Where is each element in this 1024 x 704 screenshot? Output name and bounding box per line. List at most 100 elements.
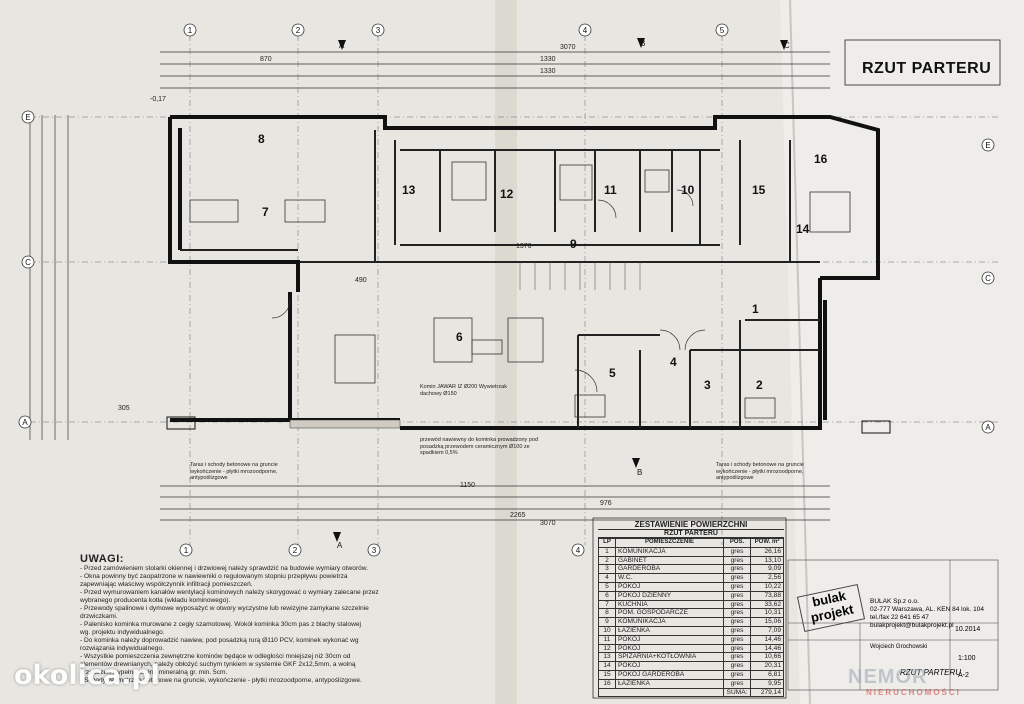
company-info: BULAK Sp.z o.o. 02-777 Warszawa, AL. KEN… xyxy=(870,598,984,630)
note-line: - Okna powinny być zaopatrzone w nawiewn… xyxy=(80,573,348,580)
cell-lp: 10 xyxy=(598,625,616,636)
cell-lp: 3 xyxy=(598,564,616,575)
room-number: 14 xyxy=(796,222,810,236)
cell-lp: 13 xyxy=(598,652,616,663)
svg-text:3: 3 xyxy=(376,26,381,35)
watermark-agency-sub: NIERUCHOMOŚCI xyxy=(866,688,961,697)
cell-name: POKÓJ xyxy=(615,643,724,654)
company-email: bulakprojekt@bulakprojekt.pl xyxy=(870,622,954,629)
company-address: 02-777 Warszawa, AL. KEN 84 lok. 104 xyxy=(870,606,984,613)
svg-text:E: E xyxy=(25,113,30,122)
note-line: - Przed wymurowaniem kanałów wentylacji … xyxy=(80,589,379,596)
cell-lp: 6 xyxy=(598,590,616,601)
page-title: RZUT PARTERU xyxy=(862,60,992,77)
cell-lp: 16 xyxy=(598,678,616,689)
note-line: elementów drewnianych, należy obłożyć su… xyxy=(80,661,356,668)
cell-pos: gres xyxy=(723,608,751,619)
total-value: 279,14 xyxy=(750,687,784,698)
svg-text:B: B xyxy=(640,39,645,48)
terrace-note: Taras i schody betonowe na gruncie wykoń… xyxy=(716,462,804,481)
svg-text:C: C xyxy=(784,41,790,50)
cell-pos: gres xyxy=(723,590,751,601)
cell-area: 20,31 xyxy=(750,661,784,671)
cell-pos: gres xyxy=(723,678,751,689)
cell-area: 10,22 xyxy=(750,581,784,592)
cell-lp: 11 xyxy=(598,634,616,645)
svg-text:A: A xyxy=(339,41,345,50)
dim-label: 3070 xyxy=(540,520,556,527)
room-number: 11 xyxy=(604,183,617,197)
room-number: 10 xyxy=(681,183,695,197)
svg-text:C: C xyxy=(985,274,991,283)
cell-pos: gres xyxy=(723,669,751,680)
note-line: - Do kominka należy doprowadzić nawiew, … xyxy=(80,637,359,644)
column-header: POW. m² xyxy=(750,538,784,548)
column-header: POMIESZCZENIE xyxy=(615,538,724,548)
note-line: rozwiązania indywidualnego. xyxy=(80,645,164,652)
cell-lp: 1 xyxy=(598,546,616,557)
notes-heading: UWAGI: xyxy=(80,553,124,565)
svg-text:4: 4 xyxy=(583,26,588,35)
room-number: 12 xyxy=(500,187,514,201)
cell-pos: gres xyxy=(723,564,751,575)
room-number: 2 xyxy=(756,378,763,392)
cell-pos: gres xyxy=(723,625,751,636)
cell-lp: 7 xyxy=(598,599,616,610)
room-number: 3 xyxy=(704,378,711,392)
cell-area: 9,95 xyxy=(750,678,784,689)
cell-pos: gres xyxy=(723,599,751,610)
cell-area: 7,09 xyxy=(750,625,784,636)
dim-label: 1330 xyxy=(540,68,556,75)
room-number: 15 xyxy=(752,183,766,197)
dim-label: 305 xyxy=(118,405,130,412)
svg-text:4: 4 xyxy=(576,546,581,555)
svg-text:1: 1 xyxy=(188,26,193,35)
svg-text:3: 3 xyxy=(372,546,377,555)
cell-name: KOMUNIKACJA xyxy=(615,546,724,557)
room-number: 9 xyxy=(570,237,577,251)
room-number: 16 xyxy=(814,152,828,166)
note-line: przestrzeń wypełnić wełną mineralną gr. … xyxy=(80,669,228,676)
cell-area: 14,46 xyxy=(750,634,784,645)
cell-lp: 12 xyxy=(598,643,616,654)
notes-block: UWAGI: - Przed zamówieniem stolarki okie… xyxy=(80,553,425,685)
drawing-scale: 1:100 xyxy=(958,655,976,662)
note-line: wybranego producenta kotła (wkładu komin… xyxy=(80,597,231,604)
cell-pos: gres xyxy=(723,581,751,592)
cell-lp: 2 xyxy=(598,555,616,566)
ventilation-note: przewód nawiewny do kominka prowadzony p… xyxy=(420,437,539,456)
note-line: - Schody zewnętrzne betonowe na gruncie,… xyxy=(80,677,362,684)
room-number: 5 xyxy=(609,366,616,380)
sheet-number: A-2 xyxy=(958,672,969,679)
note-line: drzwiczkami. xyxy=(80,613,118,620)
cell-name: POM. GOSPODARCZE xyxy=(615,608,724,619)
table-header-row: LP POMIESZCZENIE POS. POW. m² xyxy=(598,538,784,548)
cell-name: POKÓJ xyxy=(615,661,724,671)
cell-name: GABINET xyxy=(615,555,724,566)
cell-lp: 5 xyxy=(598,581,616,592)
cell-lp: 14 xyxy=(598,661,616,671)
cell-lp: 8 xyxy=(598,608,616,619)
cell-lp: 9 xyxy=(598,617,616,627)
dim-label: 870 xyxy=(260,56,272,63)
svg-text:C: C xyxy=(25,258,31,267)
cell-area: 9,09 xyxy=(750,564,784,575)
note-line: - Przed zamówieniem stolarki okiennej i … xyxy=(80,565,369,572)
dim-label: 1376 xyxy=(516,243,532,250)
cell-area: 10,31 xyxy=(750,608,784,619)
watermark-okolica: okolica.pl xyxy=(14,660,160,691)
note-line: zapewniając właściwy współczynnik infilt… xyxy=(80,581,253,588)
column-header: POS. xyxy=(723,538,751,548)
room-schedule: ZESTAWIENIE POWIERZCHNI RZUT PARTERU LP … xyxy=(598,520,784,698)
cell-name: ŁAZIENKA xyxy=(615,678,724,689)
svg-text:B: B xyxy=(637,468,642,477)
